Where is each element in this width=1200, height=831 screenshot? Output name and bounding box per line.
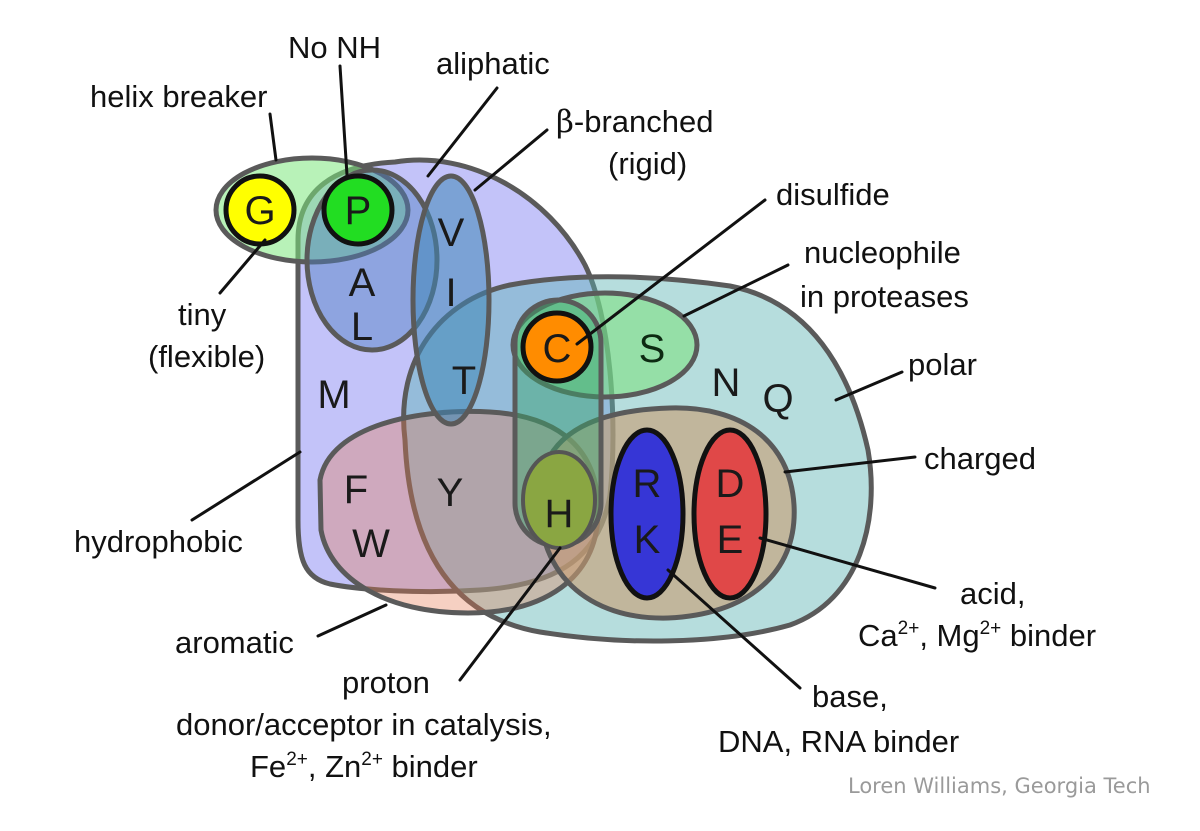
label-aliphatic: aliphatic <box>436 46 550 81</box>
leader-helix-breaker <box>268 112 278 162</box>
residue-i: I <box>445 271 456 315</box>
label-dna-rna-binder: DNA, RNA binder <box>718 724 959 759</box>
leader-no-nh <box>338 64 349 177</box>
leader-proton <box>458 546 562 682</box>
acidic-ellipse <box>691 427 769 601</box>
label-tiny: tiny <box>178 297 227 332</box>
label-in-proteases: in proteases <box>800 279 969 314</box>
residue-w: W <box>352 522 390 566</box>
label-flexible: (flexible) <box>148 339 265 374</box>
residue-n: N <box>712 361 741 405</box>
residue-c: C <box>543 327 572 371</box>
label-metal-binder: Fe2+, Zn2+ binder <box>250 749 478 784</box>
label-aromatic: aromatic <box>175 625 294 660</box>
leader-lines <box>190 64 937 690</box>
residue-m: M <box>317 373 350 417</box>
label-nucleophile: nucleophile <box>804 235 961 270</box>
credit-text: Loren Williams, Georgia Tech <box>848 774 1151 798</box>
label-base: base, <box>812 679 888 714</box>
label-hydrophobic: hydrophobic <box>74 524 243 559</box>
residue-y: Y <box>437 471 464 515</box>
residue-t: T <box>452 359 476 403</box>
residue-s: S <box>639 327 666 371</box>
annotation-labels: No NH helix breaker aliphatic β-branched… <box>74 30 1151 798</box>
proline-circle <box>321 173 395 247</box>
residue-d: D <box>716 462 745 506</box>
leader-acid <box>758 536 937 590</box>
residue-g: G <box>244 189 275 233</box>
leader-nucleophile <box>682 263 790 318</box>
label-charged: charged <box>924 441 1036 476</box>
label-beta-branched: β-branched <box>556 104 714 140</box>
residue-l: L <box>351 305 373 349</box>
basic-ellipse <box>608 427 686 601</box>
leader-base <box>666 568 802 690</box>
leader-hydrophobic <box>190 450 302 522</box>
residue-v: V <box>438 211 465 255</box>
leader-aliphatic <box>426 86 499 178</box>
residue-letters: G P A L V I T M C S N Q F W Y H R K D E <box>244 189 793 566</box>
label-donor-acceptor: donor/acceptor in catalysis, <box>176 707 552 742</box>
residue-k: K <box>634 518 661 562</box>
cysteine-circle <box>520 310 594 384</box>
residue-h: H <box>545 492 574 536</box>
residue-a: A <box>349 261 376 305</box>
label-helix-breaker: helix breaker <box>90 79 267 114</box>
leader-beta-branched <box>473 128 549 192</box>
leader-tiny <box>218 238 267 295</box>
label-proton: proton <box>342 665 430 700</box>
beta-branched-region <box>410 173 492 427</box>
residue-r: R <box>633 462 662 506</box>
label-disulfide: disulfide <box>776 177 890 212</box>
leader-disulfide <box>575 198 767 346</box>
leader-aromatic <box>316 603 388 638</box>
label-rigid: (rigid) <box>608 146 687 181</box>
label-acid: acid, <box>960 576 1025 611</box>
label-acid-binder: Ca2+, Mg2+ binder <box>858 618 1096 653</box>
residue-e: E <box>717 518 744 562</box>
leader-polar <box>834 370 904 402</box>
label-polar: polar <box>908 347 977 382</box>
residue-p: P <box>345 189 372 233</box>
residue-q: Q <box>762 377 793 421</box>
label-no-nh: No NH <box>288 30 381 65</box>
residue-markers <box>223 173 769 601</box>
residue-f: F <box>344 468 368 512</box>
leader-charged <box>783 455 917 474</box>
